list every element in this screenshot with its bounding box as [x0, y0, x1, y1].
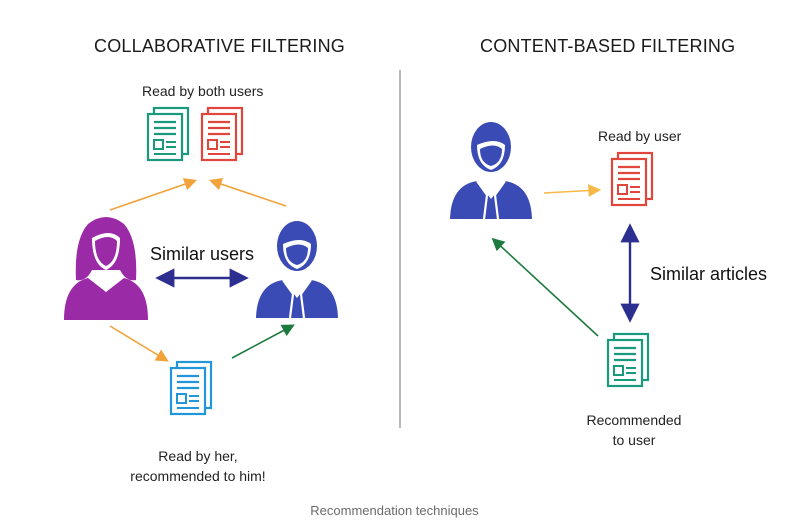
male-user-icon	[254, 219, 340, 320]
green-arrow	[491, 237, 599, 337]
read-by-her-line1: Read by her,	[158, 448, 238, 464]
content-based-filtering-title: CONTENT-BASED FILTERING	[480, 36, 736, 56]
read-by-her-line2: recommended to him!	[130, 468, 266, 484]
male-user-icon	[448, 120, 534, 221]
document-icon	[610, 151, 654, 207]
read-by-user-label: Read by user	[598, 128, 682, 144]
orange-arrow	[109, 178, 198, 211]
collaborative-filtering-title: COLLABORATIVE FILTERING	[94, 36, 345, 56]
similar-users-label: Similar users	[150, 244, 255, 264]
similar-articles-label: Similar articles	[650, 264, 768, 284]
recommended-line1: Recommended	[586, 412, 682, 428]
orange-arrow	[208, 178, 287, 207]
recommended-to-user-label: Recommended to user	[574, 410, 694, 450]
orange-arrow	[109, 325, 169, 362]
green-arrow	[231, 324, 295, 359]
female-user-icon	[64, 217, 148, 320]
read-by-her-label: Read by her, recommended to him!	[118, 446, 278, 486]
document-icon	[200, 106, 244, 162]
recommended-line2: to user	[612, 432, 656, 448]
read-by-both-users-label: Read by both users	[142, 83, 264, 99]
document-icon	[606, 332, 650, 388]
document-icon	[169, 360, 213, 416]
document-icon	[146, 106, 190, 162]
figure-caption: Recommendation techniques	[310, 503, 479, 518]
yellow-arrow	[543, 184, 602, 197]
